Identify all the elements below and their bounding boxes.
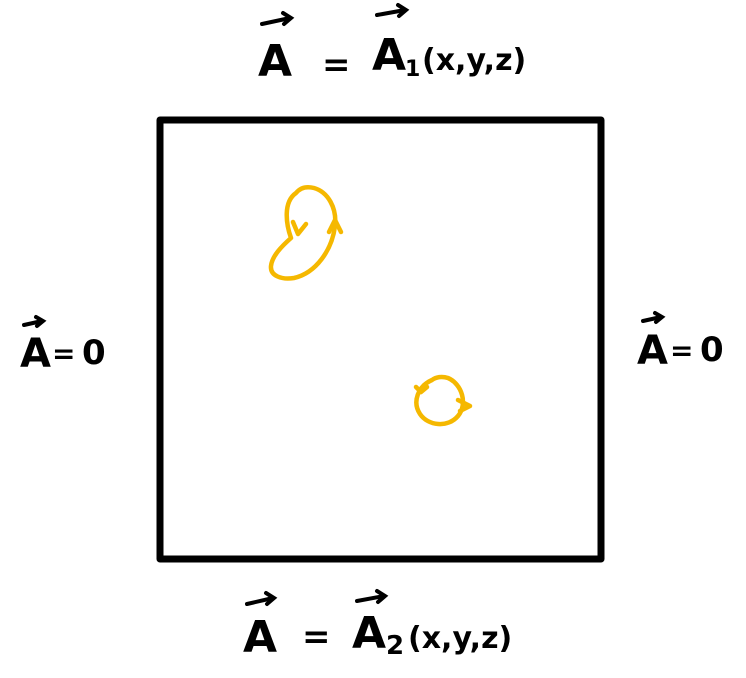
bottom-equals: = (302, 617, 331, 657)
right-lhs-symbol: A (637, 328, 668, 374)
top-equals: = (322, 45, 351, 85)
left-equals: = (52, 337, 75, 370)
bottom-rhs-symbol: A (352, 608, 386, 659)
current-loop-1 (268, 184, 344, 281)
bottom-lhs-symbol: A (243, 612, 277, 663)
current-loop-path (268, 184, 338, 281)
vector-arrow-icon (355, 589, 389, 604)
vector-arrow-icon (260, 11, 295, 26)
bottom-args: (x,y,z) (408, 621, 512, 656)
loop-arrow-icon (290, 219, 309, 237)
vector-arrow-icon (641, 311, 666, 324)
loop-arrow-icon (413, 384, 430, 395)
bottom-subscript: 2 (386, 631, 404, 661)
right-rhs: 0 (700, 330, 724, 370)
left-lhs-symbol: A (20, 331, 51, 377)
vector-arrow-icon (245, 591, 278, 606)
top-args: (x,y,z) (422, 43, 526, 78)
top-subscript: 1 (405, 57, 420, 82)
right-equals: = (670, 334, 693, 367)
loop-arrow-icon (326, 217, 344, 235)
left-rhs: 0 (82, 333, 106, 373)
vector-arrow-icon (375, 3, 410, 18)
vector-arrow-icon (22, 315, 47, 328)
current-loop-2 (413, 374, 473, 427)
top-rhs-symbol: A (372, 30, 406, 81)
loop-arrow-icon (455, 397, 473, 414)
right-boundary-label: A = 0 (637, 311, 724, 374)
top-boundary-label: A = A 1 (x,y,z) (258, 3, 526, 87)
top-lhs-symbol: A (258, 36, 292, 87)
boundary-square (156, 116, 605, 563)
current-loop-path (414, 374, 466, 427)
left-boundary-label: A = 0 (20, 315, 106, 377)
bottom-boundary-label: A = A 2 (x,y,z) (243, 589, 512, 663)
